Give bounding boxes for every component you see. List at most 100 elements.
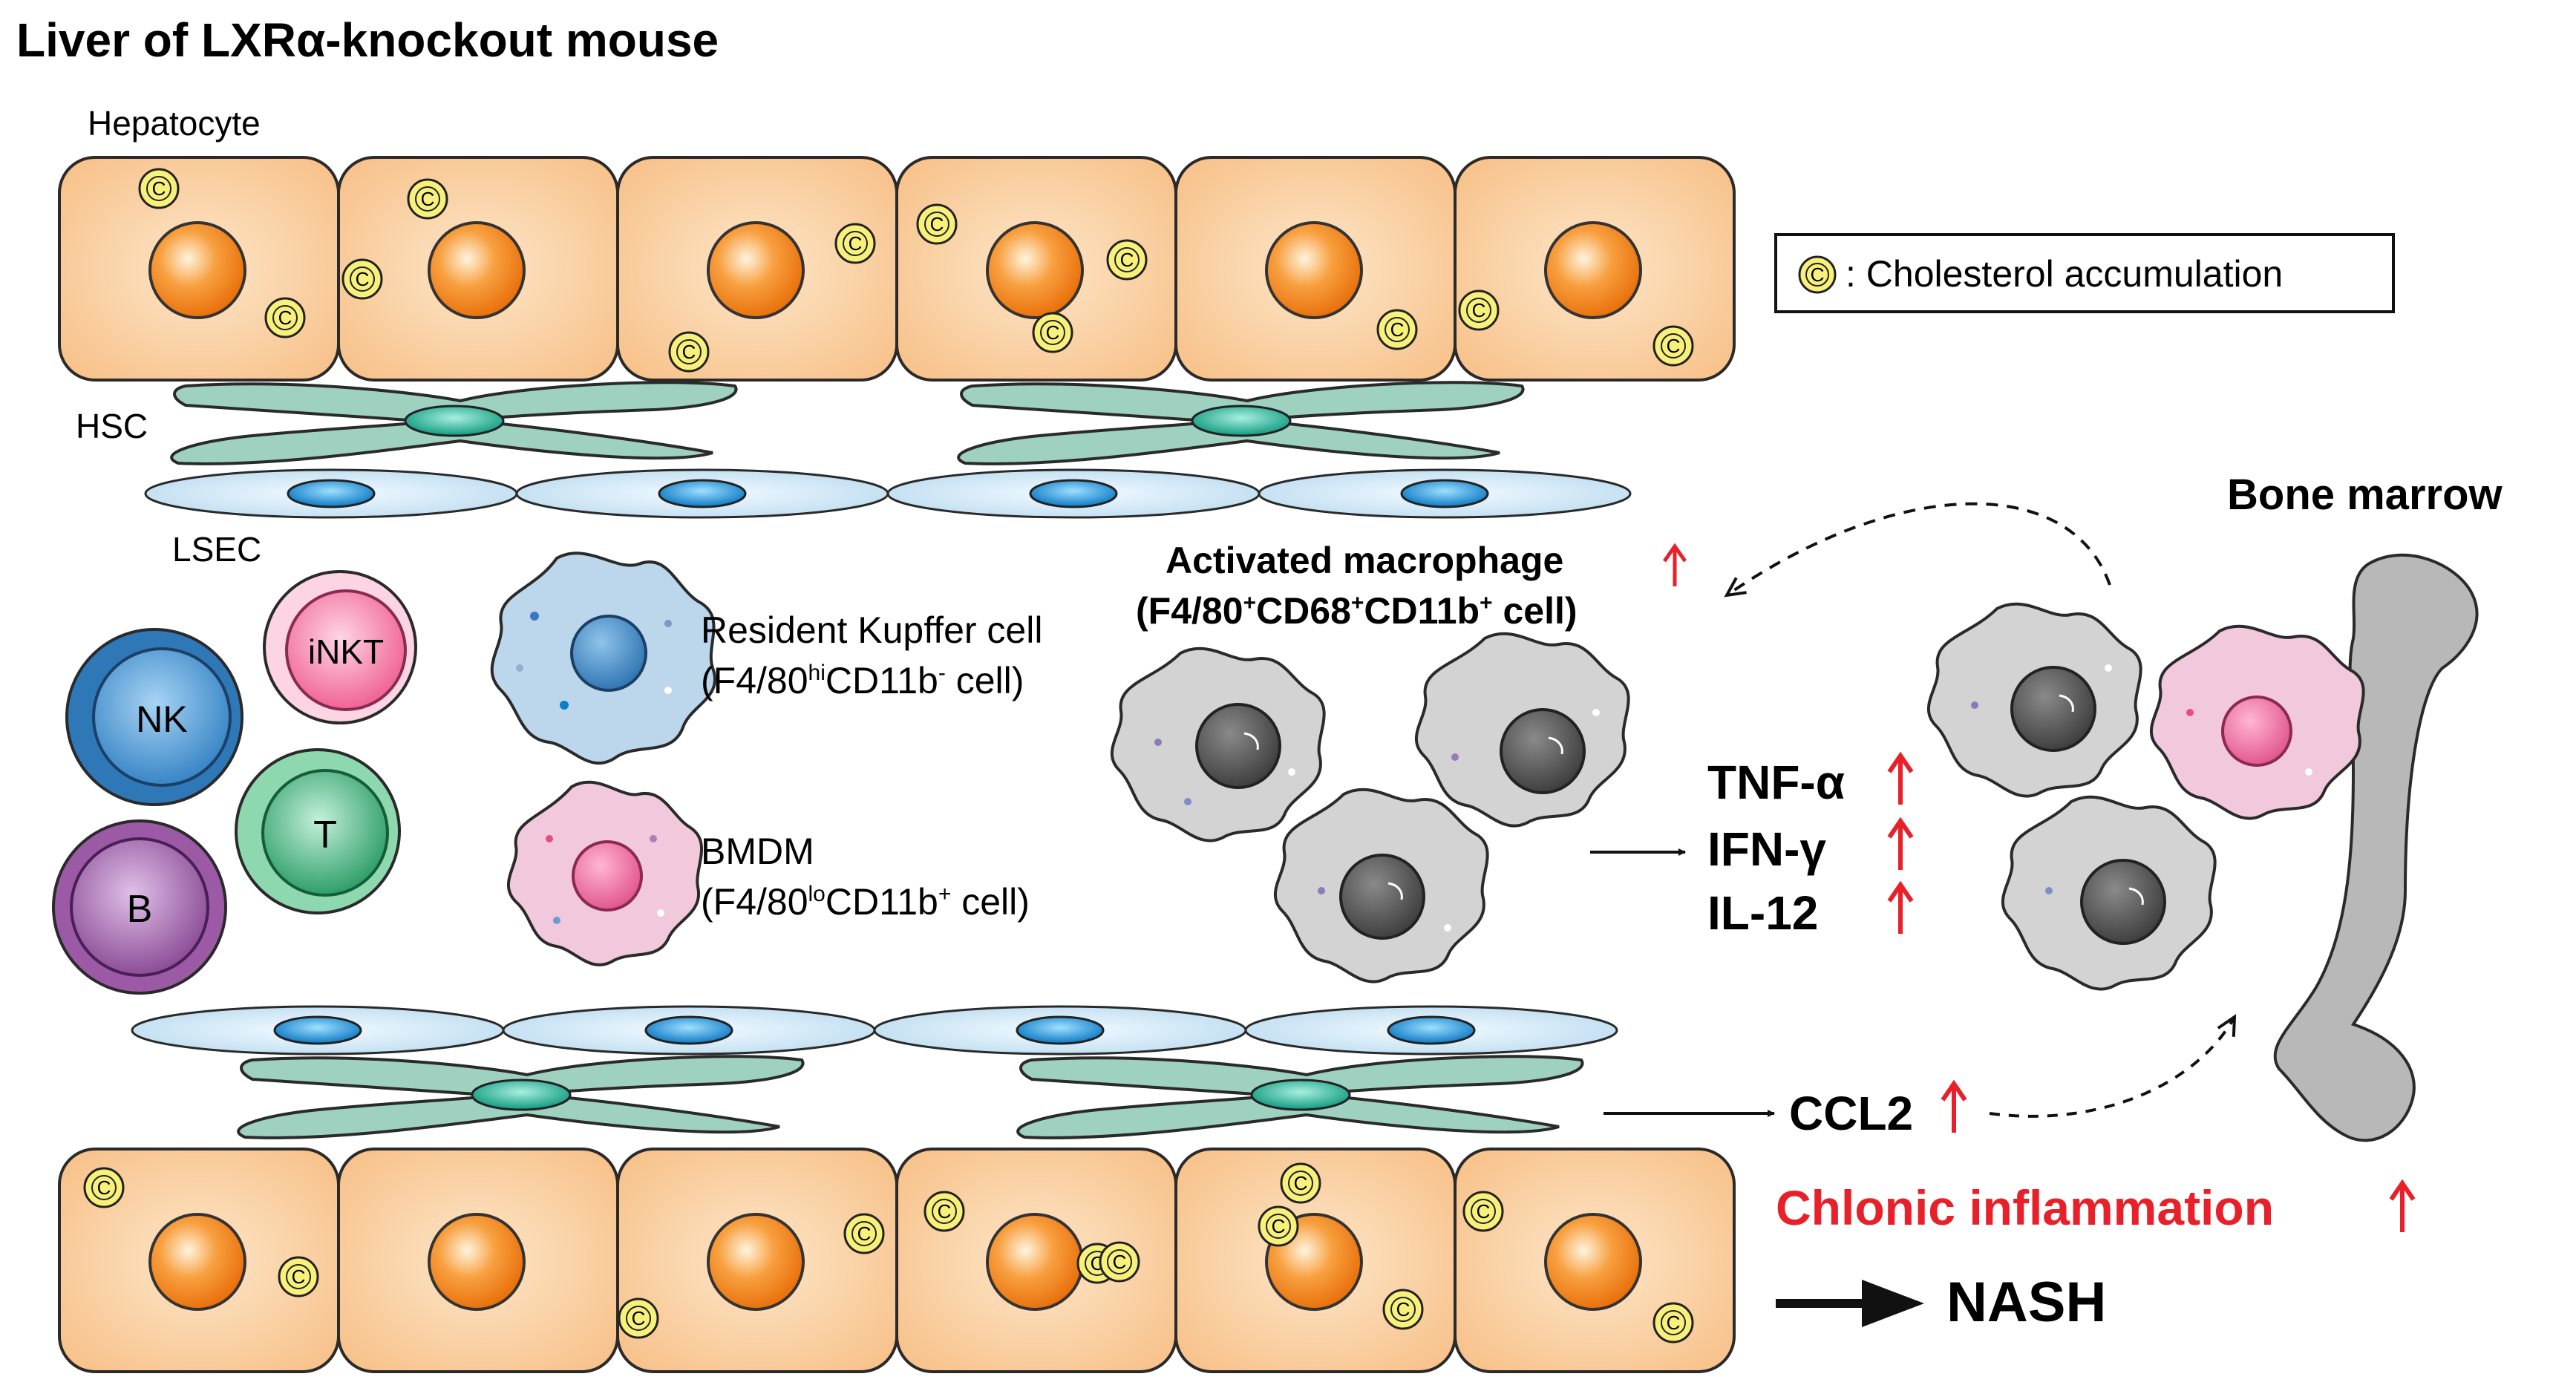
- cholesterol-droplet-letter: C: [1046, 321, 1060, 344]
- cholesterol-droplet-outer: [1099, 1241, 1140, 1283]
- cholesterol-droplet-ring: [1266, 1214, 1291, 1239]
- hepatocyte-nucleus: [1544, 1213, 1642, 1311]
- cholesterol-droplet: C: [923, 1191, 965, 1232]
- cytokine-ifn: IFN-γ: [1707, 822, 1826, 876]
- cholesterol-droplet-outer: [916, 203, 958, 245]
- up-arrow-head: [1662, 543, 1687, 563]
- cholesterol-droplet-ring: [146, 176, 171, 201]
- cytokine-tnf: TNF-α: [1707, 756, 1845, 809]
- granule: [1971, 701, 1978, 709]
- cholesterol-icon-ring: [1805, 263, 1829, 287]
- cholesterol-droplet-outer: [1382, 1289, 1424, 1330]
- figure-title: Liver of LXRα-knockout mouse: [16, 13, 719, 67]
- cholesterol-droplet-letter: C: [938, 1200, 952, 1223]
- up-arrow-icon: [1887, 751, 1914, 805]
- cholesterol-droplet-ring: [1661, 1310, 1686, 1335]
- cholesterol-droplet: C: [916, 203, 958, 245]
- cytokine-il12: IL-12: [1707, 886, 1818, 940]
- nash-arrow-icon: [1776, 1280, 1924, 1327]
- granule: [650, 835, 657, 842]
- cholesterol-droplet-outer: [83, 1167, 125, 1208]
- activated-macrophage-nucleus: [1339, 854, 1425, 940]
- recruitment-arrow: [1727, 502, 2111, 595]
- granule: [664, 620, 672, 627]
- activated-macrophage-phenotype: (F4/80+CD68+CD11b+ cell): [1136, 590, 1578, 632]
- bone-icon: [2273, 553, 2479, 1142]
- lsec-nucleus: [1029, 479, 1118, 508]
- nucleus-highlight: [1548, 736, 1563, 755]
- cholesterol-droplet-letter: C: [930, 213, 944, 235]
- cholesterol-droplet-outer: [923, 1191, 965, 1232]
- nk-cell-nucleus: [92, 647, 232, 787]
- hepatocyte-nucleus: [148, 221, 246, 319]
- kupffer-title: Resident Kupffer cell: [701, 609, 1042, 651]
- activated-macrophage-title: Activated macrophage: [1166, 540, 1563, 581]
- cholesterol-droplet-letter: C: [849, 232, 863, 255]
- cholesterol-droplet-letter: C: [421, 188, 435, 210]
- granule: [2105, 664, 2112, 672]
- activated-macrophages: [1110, 632, 1630, 983]
- cholesterol-droplet: C: [1032, 312, 1073, 353]
- cholesterol-droplet: C: [843, 1213, 885, 1254]
- up-arrow-icon: [1887, 880, 1914, 934]
- hsc-nucleus: [1250, 1079, 1351, 1111]
- granule: [1288, 768, 1295, 776]
- cholesterol-droplet-ring: [1471, 1199, 1496, 1224]
- bmdm-cell: [506, 780, 703, 966]
- pink-macrophage-nucleus: [2221, 696, 2292, 767]
- nucleus-highlight: [2059, 694, 2074, 713]
- hepatocyte-nucleus: [148, 1213, 246, 1311]
- cholesterol-droplet-outer: [278, 1256, 319, 1297]
- inkt-label: iNKT: [308, 632, 384, 671]
- bmdm-cell-nucleus: [572, 840, 643, 911]
- gray-macrophage-nucleus: [2080, 859, 2166, 945]
- granule: [2186, 709, 2194, 716]
- cholesterol-droplet-letter: C: [292, 1266, 306, 1288]
- bone-marrow-macrophages: [1926, 602, 2365, 991]
- cholesterol-droplet-letter: C: [1667, 1312, 1681, 1334]
- hsc-label: HSC: [76, 407, 148, 445]
- hepatocyte-row-top: [58, 156, 1736, 382]
- hepatocyte-label: Hepatocyte: [88, 104, 261, 143]
- cholesterol-droplet-ring: [1466, 298, 1491, 323]
- b-cell-nucleus: [70, 837, 209, 977]
- t-label: T: [313, 814, 337, 857]
- lsec-row-bottom: [131, 1005, 1618, 1055]
- ccl2-label: CCL2: [1789, 1087, 1913, 1140]
- hepatocyte-nucleus: [1544, 221, 1642, 319]
- up-arrow-icon: [2389, 1179, 2416, 1232]
- granule: [516, 664, 523, 672]
- t-cell-nucleus: [261, 769, 389, 897]
- lsec-nucleus: [287, 479, 376, 508]
- cholesterol-droplet-outer: [1106, 239, 1148, 281]
- kupffer-caption: Resident Kupffer cell (F4/80hiCD11b- cel…: [701, 609, 1042, 701]
- cholesterol-droplet-letter: C: [97, 1176, 111, 1199]
- inkt-cell-nucleus: [285, 589, 407, 711]
- granule: [546, 835, 553, 842]
- cholesterol-droplet-ring: [1288, 1171, 1313, 1196]
- cholesterol-droplet-outer: [1258, 1205, 1299, 1247]
- cholesterol-droplet-outer: [1376, 309, 1418, 350]
- lsec-nucleus: [273, 1015, 362, 1045]
- cholesterol-droplet-outer: [1032, 312, 1073, 353]
- cholesterol-droplet-outer: [1653, 325, 1694, 367]
- cholesterol-droplet-outer: [138, 168, 180, 209]
- lsec-nucleus: [1016, 1015, 1105, 1045]
- cholesterol-droplet-ring: [1661, 333, 1686, 359]
- hepatocyte-nucleus: [1265, 221, 1363, 319]
- up-arrow-icon: [1941, 1079, 1967, 1133]
- cholesterol-droplet-outer: [264, 297, 306, 338]
- activated-macrophage-caption: Activated macrophage (F4/80+CD68+CD11b+ …: [1136, 540, 1687, 632]
- hepatocyte-nucleus: [428, 221, 526, 319]
- nk-label: NK: [136, 698, 187, 740]
- nucleus-highlight: [1387, 882, 1403, 900]
- hsc-row-top: [170, 381, 1525, 465]
- granule: [1444, 924, 1451, 932]
- cholesterol-droplet-outer: [1280, 1162, 1321, 1204]
- cholesterol-droplet-letter: C: [1390, 318, 1405, 341]
- granule: [664, 687, 672, 694]
- granule: [1592, 709, 1600, 716]
- bmdm-phenotype: (F4/80loCD11b+ cell): [701, 881, 1030, 923]
- cholesterol-droplet: C: [407, 178, 448, 220]
